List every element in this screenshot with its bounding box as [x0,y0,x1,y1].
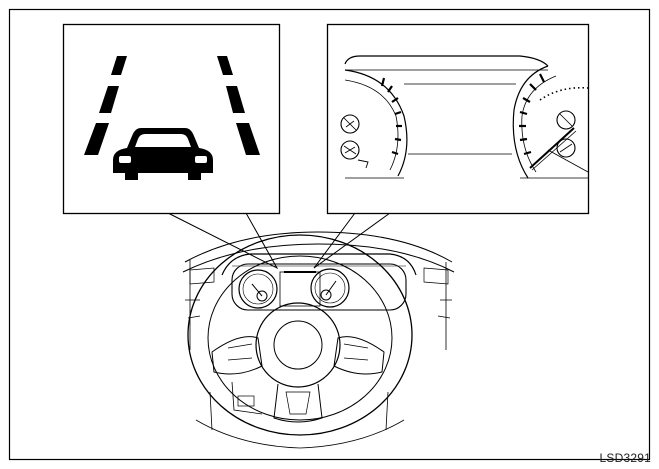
meter-callout-box [326,23,590,215]
figure-code: LSD3291 [599,451,651,465]
dashboard-illustration [182,231,455,449]
outer-frame [8,8,651,461]
callout-pointers [167,212,391,270]
icon-callout-box [62,23,281,215]
lane-departure-warning-icon [84,56,260,180]
